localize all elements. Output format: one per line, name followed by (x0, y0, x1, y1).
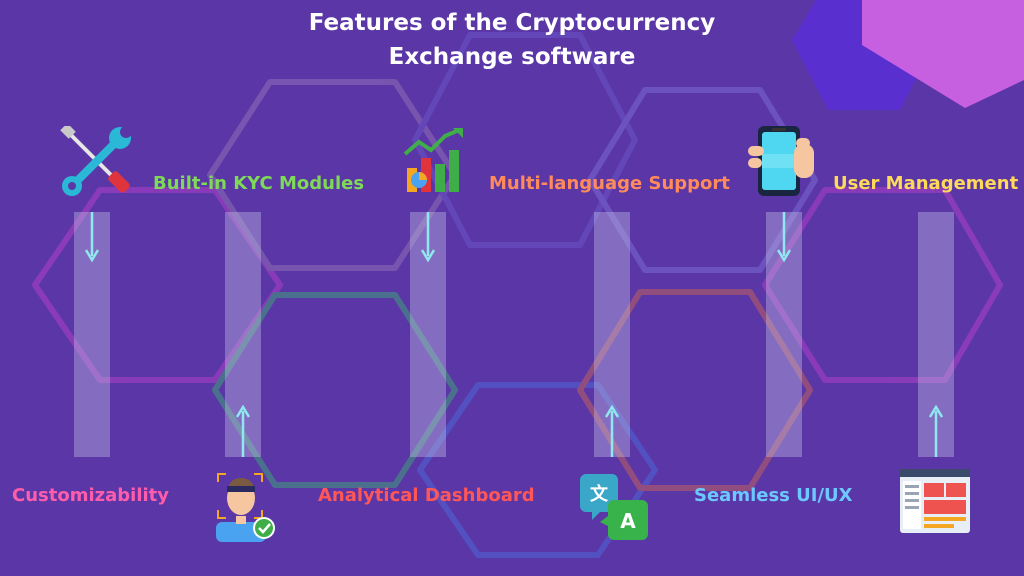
hexagon-outline (417, 382, 658, 558)
arrow-up-icon (605, 405, 619, 457)
hexagon-outline (412, 32, 638, 248)
svg-text:文: 文 (590, 483, 609, 505)
feature-label-multi-language: Multi-language Support (489, 173, 730, 194)
translate-icon: 文 A (580, 474, 648, 540)
feature-label-seamless-ui: Seamless UI/UX (694, 485, 853, 506)
smartphone-hand-icon (748, 126, 814, 196)
arrow-down-icon (421, 212, 435, 263)
arrow-down-icon (777, 212, 791, 263)
web-layout-icon (900, 469, 970, 533)
title-line-1: Features of the Cryptocurrency (308, 10, 716, 36)
feature-label-kyc: Built-in KYC Modules (153, 173, 365, 194)
arrow-up-icon (236, 405, 250, 457)
feature-label-customizability: Customizability (12, 485, 169, 506)
arrow-down-icon (85, 212, 99, 263)
hexagon-outline (762, 187, 1003, 383)
face-verification-icon (216, 473, 275, 542)
growth-chart-icon (403, 128, 463, 192)
title-line-2: Exchange software (388, 44, 636, 70)
page-title: Features of the Cryptocurrency Exchange … (0, 6, 1024, 74)
hexagon-outline (577, 289, 813, 491)
feature-label-analytical-dashboard: Analytical Dashboard (318, 485, 535, 506)
hexagon-outline (32, 187, 283, 383)
hexagon-outline (587, 87, 818, 273)
svg-text:A: A (620, 509, 636, 533)
tools-icon (60, 126, 132, 196)
hexagon-outline (212, 292, 458, 488)
corner-hexagon (862, 0, 1024, 108)
arrow-up-icon (929, 405, 943, 457)
feature-label-user-management: User Management (833, 173, 1019, 194)
